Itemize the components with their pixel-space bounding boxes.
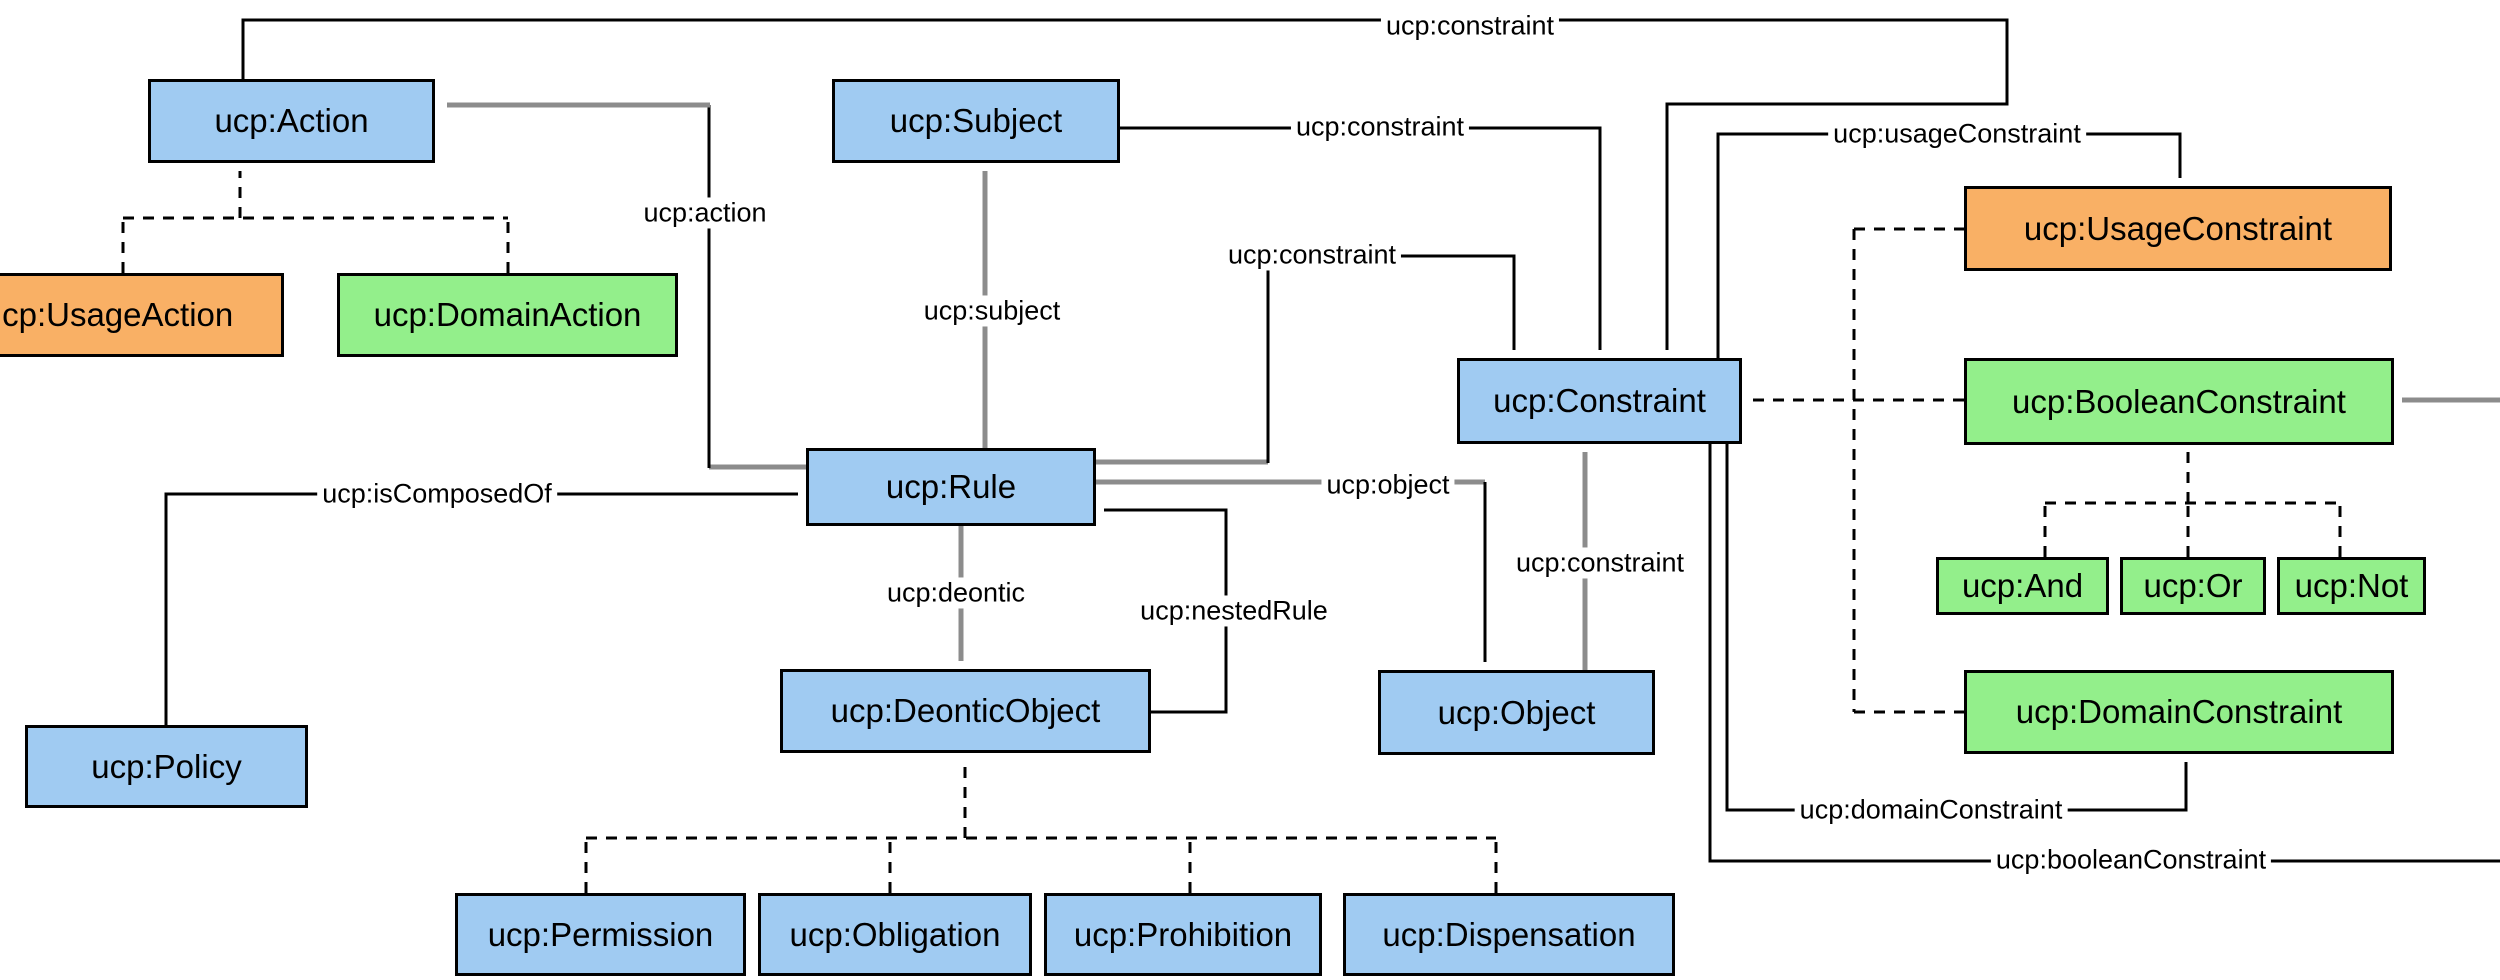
node-ucp-usage-constraint: ucp:UsageConstraint: [1964, 186, 2392, 271]
node-ucp-permission: ucp:Permission: [455, 893, 746, 976]
edge-label-rule-deontic: ucp:deontic: [881, 577, 1031, 609]
node-ucp-constraint: ucp:Constraint: [1457, 358, 1742, 444]
edge-label-is-composed-of: ucp:isComposedOf: [317, 478, 557, 510]
node-ucp-boolean-constraint: ucp:BooleanConstraint: [1964, 358, 2394, 445]
edge-label-boolean-constraint: ucp:booleanConstraint: [1990, 844, 2272, 876]
node-ucp-prohibition: ucp:Prohibition: [1044, 893, 1322, 976]
edge-subclass-constraints: [1852, 227, 1964, 714]
edge-is-composed-of: [164, 492, 798, 725]
node-ucp-obligation: ucp:Obligation: [758, 893, 1032, 976]
edge-label-rule-constraint: ucp:constraint: [1222, 239, 1402, 271]
edge-subclass-deontic: [584, 836, 1498, 893]
node-ucp-domain-constraint: ucp:DomainConstraint: [1964, 670, 2394, 754]
node-ucp-policy: ucp:Policy: [25, 725, 308, 808]
node-ucp-usage-action: ucp:UsageAction: [0, 273, 284, 357]
node-ucp-and: ucp:And: [1936, 557, 2109, 615]
edge-label-subject-constraint: ucp:constraint: [1290, 111, 1470, 143]
edge-domain-constraint: [1725, 444, 2188, 812]
edge-subject-constraint: [1120, 126, 1602, 350]
node-ucp-object: ucp:Object: [1378, 670, 1655, 755]
edge-label-nested-rule: ucp:nestedRule: [1135, 595, 1333, 627]
node-ucp-deontic-object: ucp:DeonticObject: [780, 669, 1151, 753]
edge-label-rule-object: ucp:object: [1321, 469, 1455, 501]
edge-label-action-constraint: ucp:constraint: [1380, 10, 1560, 42]
edge-label-object-constraint: ucp:constraint: [1510, 547, 1690, 579]
node-ucp-action: ucp:Action: [148, 79, 435, 163]
edge-subclass-actions: [121, 216, 510, 273]
node-ucp-domain-action: ucp:DomainAction: [337, 273, 678, 357]
node-ucp-subject: ucp:Subject: [832, 79, 1120, 163]
edge-label-usage-constraint: ucp:usageConstraint: [1828, 118, 2086, 150]
edge-label-rule-action: ucp:action: [638, 197, 772, 229]
node-ucp-dispensation: ucp:Dispensation: [1343, 893, 1675, 976]
node-ucp-or: ucp:Or: [2120, 557, 2266, 615]
edge-label-domain-constraint: ucp:domainConstraint: [1794, 794, 2068, 826]
edge-subclass-boolean: [2043, 501, 2342, 557]
node-ucp-not: ucp:Not: [2277, 557, 2426, 615]
node-ucp-rule: ucp:Rule: [806, 448, 1096, 526]
edge-action-constraint: [241, 18, 2009, 350]
edge-label-rule-subject: ucp:subject: [918, 295, 1066, 327]
